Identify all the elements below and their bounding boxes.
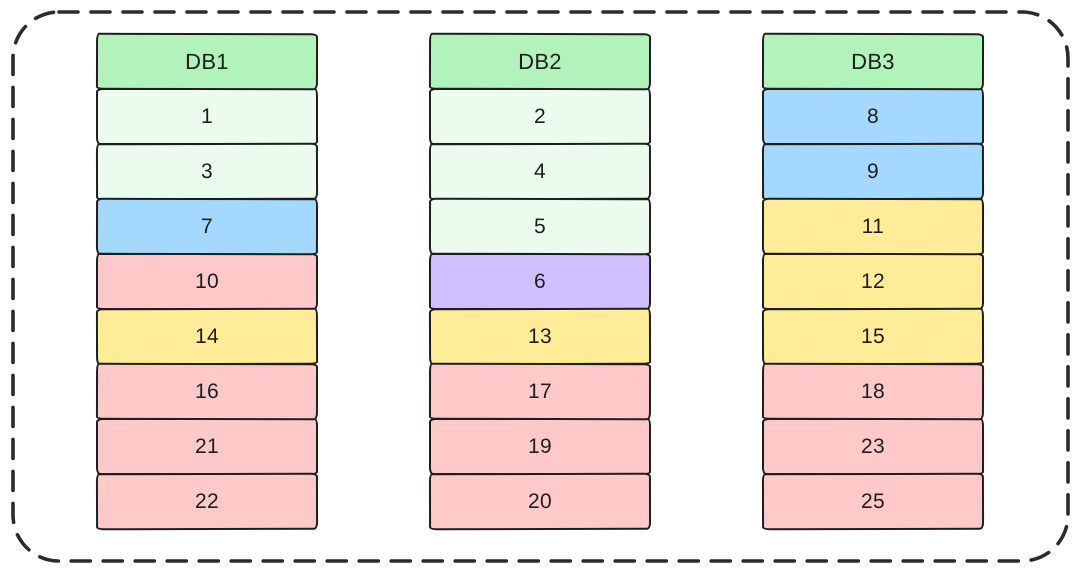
db-row: 2 (429, 88, 651, 145)
db-header: DB2 (428, 32, 652, 91)
db-row: 15 (761, 307, 985, 366)
db-row: 14 (95, 307, 319, 366)
db-row: 10 (96, 253, 318, 310)
db-header: DB3 (761, 32, 985, 91)
db-row: 18 (761, 362, 985, 421)
db-row: 21 (96, 418, 318, 475)
db-row: 23 (762, 418, 984, 475)
db-row: 8 (762, 88, 984, 145)
db-row: 7 (95, 197, 319, 256)
db-row: 5 (428, 197, 652, 256)
db-row: 25 (761, 472, 985, 531)
db-row: 9 (761, 142, 985, 201)
db-row: 12 (762, 253, 984, 310)
db-row: 1 (96, 88, 318, 145)
db-row: 19 (429, 418, 651, 475)
db-row: 3 (95, 142, 319, 201)
db-row: 13 (428, 307, 652, 366)
db-row: 16 (95, 362, 319, 421)
db-row: 20 (428, 472, 652, 531)
db-row: 17 (428, 362, 652, 421)
db-row: 22 (95, 472, 319, 531)
db-header: DB1 (95, 32, 319, 91)
db-row: 4 (428, 142, 652, 201)
db-row: 6 (429, 253, 651, 310)
db-row: 11 (761, 197, 985, 256)
